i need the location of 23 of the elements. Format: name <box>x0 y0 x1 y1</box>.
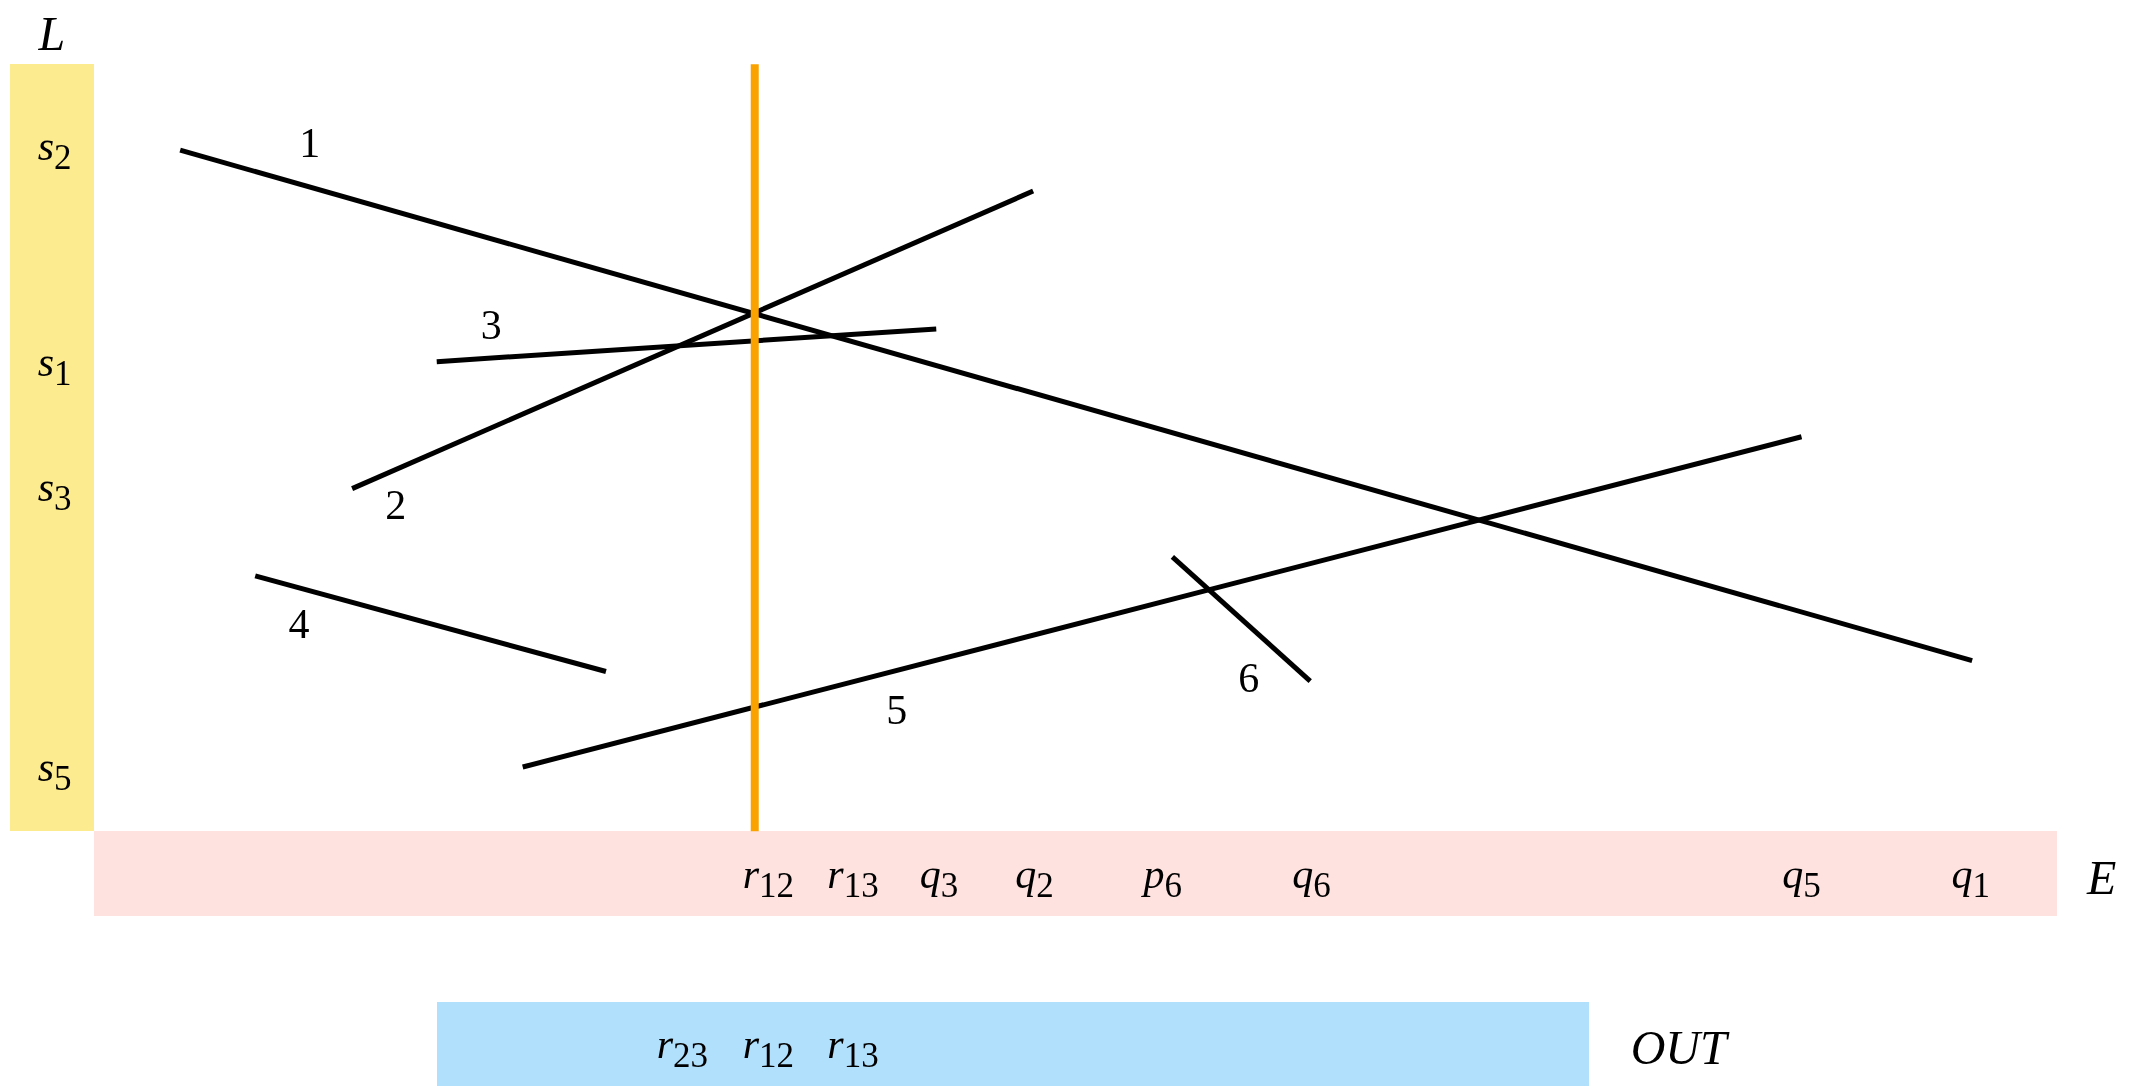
list-item: p$_{6}$ <box>1143 852 1183 903</box>
list-item: r$_{12}$ <box>742 1022 795 1074</box>
list-item: s$_{3}$ <box>37 466 72 517</box>
segment-number: 3 <box>480 303 502 346</box>
list-item: s$_{2}$ <box>37 124 72 176</box>
segment-number: 1 <box>299 122 321 165</box>
segment-number: 4 <box>288 602 310 645</box>
list-item: q$_{6}$ <box>1292 852 1331 903</box>
structure-name: E <box>2087 853 2117 902</box>
list-item: q$_{1}$ <box>1951 852 1990 903</box>
structure-name: L <box>38 10 66 59</box>
segment-number: 2 <box>385 483 407 526</box>
list-item: q$_{5}$ <box>1782 852 1821 903</box>
segment-number: 5 <box>886 688 908 731</box>
list-item: r$_{12}$ <box>742 852 795 903</box>
list-item: q$_{2}$ <box>1015 852 1054 903</box>
list-item: q$_{3}$ <box>919 852 959 903</box>
list-item: r$_{13}$ <box>827 1022 879 1074</box>
list-item: s$_{5}$ <box>37 745 72 797</box>
list-item: r$_{23}$ <box>656 1022 709 1074</box>
list-item: r$_{13}$ <box>827 852 879 903</box>
list-item: s$_{1}$ <box>37 340 72 391</box>
segment-number: 6 <box>1238 657 1260 700</box>
